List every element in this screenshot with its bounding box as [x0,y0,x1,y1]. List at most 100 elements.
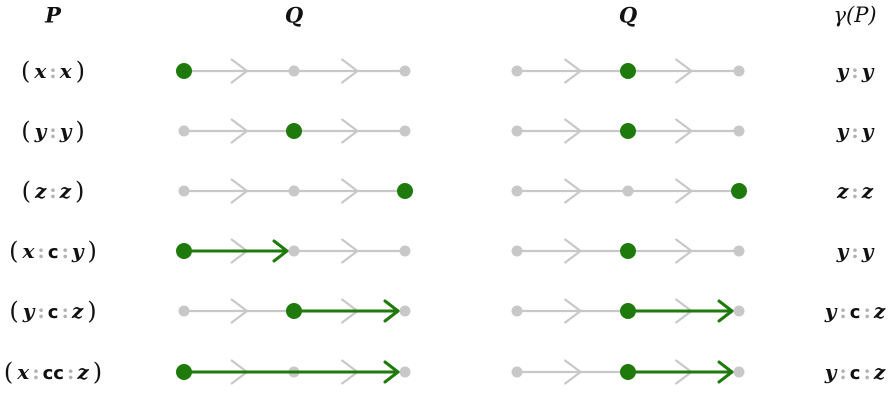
source-variable: y [22,299,35,323]
right-track-row-5-arrowhead [717,299,734,323]
left-track-row-3-chevron-2 [340,178,360,204]
constructor-symbol: c [47,302,59,323]
right-track-row-5-chevron-1 [563,298,583,324]
right-track-row-6-active-node [620,364,636,380]
source-variable: y [836,59,849,83]
left-track-row-2-chevron-1 [230,118,249,144]
p-label-row-4: (x:c:y) [9,237,97,265]
header-p: P [45,2,61,28]
p-label-row-1: (x:x) [21,57,85,85]
right-track-row-2-node-1 [511,125,523,137]
target-variable: z [71,299,84,323]
left-track-row-6-active-node [176,364,192,380]
right-track-row-2-chevron-1 [563,118,583,144]
right-track-row-1-node-1 [511,65,523,77]
right-track-row-3-node-2 [622,185,634,197]
gamma-label-row-2: y:y [837,119,874,143]
left-track-row-5-chevron-1 [230,298,249,324]
right-track-row-1-node-3 [733,65,745,77]
paren-close: ) [75,177,85,205]
separator: : [839,299,847,323]
constructor-symbol: c [42,363,54,384]
left-track-row-4-chevron-2 [340,238,360,264]
source-variable: y [836,239,849,263]
separator: : [61,299,69,323]
paren-close: ) [87,237,97,265]
left-track-row-5-node-1 [178,305,190,317]
left-track-row-3-chevron-1 [230,178,249,204]
source-variable: y [824,299,837,323]
right-track-row-3-active-node [731,183,747,199]
right-track-row-3-chevron-1 [563,178,583,204]
right-track-row-5-node-3 [733,305,745,317]
target-variable: y [59,119,72,143]
source-variable: x [34,59,47,83]
left-track-row-5-node-3 [399,305,411,317]
gamma-label-row-4: y:y [837,239,874,263]
gamma-label-row-3: z:z [837,179,873,203]
target-variable: y [861,119,874,143]
p-label-row-6: (x:cc:z) [4,358,102,386]
right-track-row-5-node-1 [511,305,523,317]
left-track-row-1-node-3 [399,65,411,77]
left-track-row-3-node-2 [288,185,300,197]
separator: : [37,239,45,263]
source-variable: z [836,179,849,203]
right-track-row-6-arrowhead [717,360,734,384]
gamma-label-row-5: y:c:z [825,299,885,323]
right-track-row-2-node-3 [733,125,745,137]
separator: : [32,360,40,384]
left-track-row-1-chevron-1 [230,58,249,84]
separator: : [839,360,847,384]
right-track-row-6-node-1 [511,366,523,378]
source-variable: x [17,360,30,384]
target-variable: x [59,59,72,83]
left-track-row-4-arrowhead [272,239,289,263]
right-track-row-1-chevron-2 [674,58,694,84]
left-track-row-4-node-2 [288,245,300,257]
source-variable: z [34,179,47,203]
paren-open: ( [21,177,31,205]
separator: : [61,239,69,263]
constructor-symbol: c [849,302,861,323]
target-variable: z [873,360,886,384]
paren-open: ( [20,57,31,85]
left-track-row-2-chevron-2 [340,118,360,144]
paren-open: ( [3,358,14,386]
source-variable: x [22,239,35,263]
target-variable: y [71,239,84,263]
p-label-row-3: (z:z) [22,177,85,205]
left-track-row-1-node-2 [288,65,300,77]
source-variable: y [824,360,837,384]
right-track-row-6-node-3 [733,366,745,378]
right-track-row-1-chevron-1 [563,58,583,84]
constructor-symbol: c [849,363,861,384]
p-label-row-2: (y:y) [21,117,84,145]
left-track-row-5-arrowhead [383,299,400,323]
left-track-row-2-node-1 [178,125,190,137]
left-track-row-6-arrowhead [383,360,400,384]
separator: : [37,299,45,323]
right-track-row-4-chevron-2 [674,238,694,264]
right-track-row-3-chevron-2 [674,178,694,204]
p-label-row-5: (y:c:z) [9,297,96,325]
right-track-row-3-node-1 [511,185,523,197]
target-variable: y [861,59,874,83]
separator: : [851,59,859,83]
gamma-label-row-1: y:y [837,59,874,83]
right-track-row-6-chevron-1 [563,359,583,385]
right-track-row-4-chevron-1 [563,238,583,264]
paren-close: ) [75,57,86,85]
separator: : [49,59,57,83]
right-track-row-4-node-1 [511,245,523,257]
target-variable: z [59,179,72,203]
separator: : [851,119,859,143]
source-variable: y [836,119,849,143]
separator: : [851,179,859,203]
separator: : [863,299,871,323]
paren-open: ( [21,117,31,145]
header-q-left: Q [284,2,304,28]
left-track-row-2-node-3 [399,125,411,137]
left-track-row-5-active-node [286,303,302,319]
paren-open: ( [9,297,19,325]
